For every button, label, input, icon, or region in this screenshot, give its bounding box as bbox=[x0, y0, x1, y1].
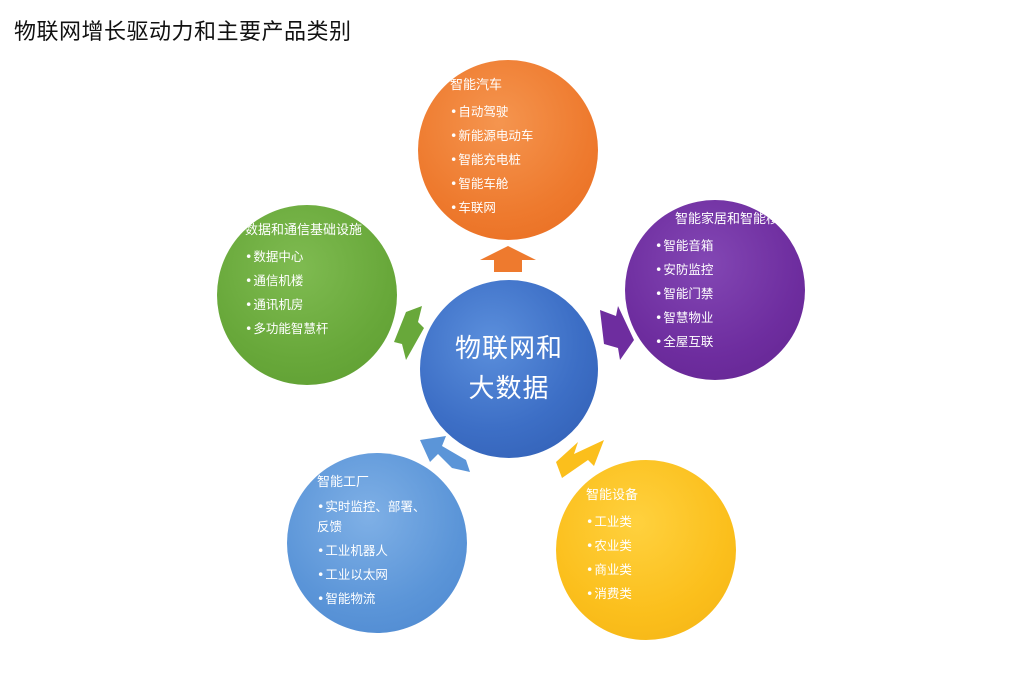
category-item: 商业类 bbox=[586, 558, 736, 582]
category-title: 智能设备 bbox=[586, 488, 639, 503]
category-item: 智能门禁 bbox=[655, 282, 805, 306]
center-hub-line2: 大数据 bbox=[468, 374, 550, 404]
category-item: 全屋互联 bbox=[655, 330, 805, 354]
category-item: 安防监控 bbox=[655, 258, 805, 282]
category-smart-factory: 智能工厂 实时监控、部署、反馈 工业机器人 工业以太网 智能物流 bbox=[287, 453, 467, 633]
arrow-to-smart-auto bbox=[480, 246, 536, 272]
category-item: 新能源电动车 bbox=[450, 124, 598, 148]
category-item: 智能充电桩 bbox=[450, 148, 598, 172]
category-item: 数据中心 bbox=[245, 245, 397, 269]
category-title: 数据和通信基础设施 bbox=[245, 223, 363, 238]
category-item: 工业类 bbox=[586, 510, 736, 534]
category-item: 通讯机房 bbox=[245, 293, 397, 317]
arrow-to-smart-factory bbox=[420, 436, 470, 472]
category-item: 智慧物业 bbox=[655, 306, 805, 330]
category-title: 智能家居和智能楼宇 bbox=[675, 212, 793, 227]
category-item: 多功能智慧杆 bbox=[245, 317, 397, 341]
category-item: 自动驾驶 bbox=[450, 100, 598, 124]
category-item-list: 智能音箱 安防监控 智能门禁 智慧物业 全屋互联 bbox=[655, 234, 805, 354]
arrow-to-smart-device bbox=[556, 440, 604, 478]
category-item: 农业类 bbox=[586, 534, 736, 558]
category-item: 工业机器人 bbox=[317, 539, 467, 563]
page-title: 物联网增长驱动力和主要产品类别 bbox=[14, 20, 352, 45]
category-item-list: 实时监控、部署、反馈 工业机器人 工业以太网 智能物流 bbox=[317, 497, 467, 611]
category-smart-home: 智能家居和智能楼宇 智能音箱 安防监控 智能门禁 智慧物业 全屋互联 bbox=[625, 200, 805, 380]
category-item: 消费类 bbox=[586, 582, 736, 606]
center-hub: 物联网和 大数据 bbox=[420, 280, 598, 458]
category-item: 智能音箱 bbox=[655, 234, 805, 258]
category-item: 实时监控、部署、反馈 bbox=[317, 497, 427, 537]
category-title: 智能汽车 bbox=[450, 78, 503, 93]
category-item: 智能物流 bbox=[317, 587, 467, 611]
category-item-list: 工业类 农业类 商业类 消费类 bbox=[586, 510, 736, 606]
arrow-to-smart-home bbox=[600, 306, 634, 360]
category-item-list: 数据中心 通信机楼 通讯机房 多功能智慧杆 bbox=[245, 245, 397, 341]
arrow-to-data-infra bbox=[394, 306, 424, 360]
category-smart-auto: 智能汽车 自动驾驶 新能源电动车 智能充电桩 智能车舱 车联网 bbox=[418, 60, 598, 240]
category-item: 智能车舱 bbox=[450, 172, 598, 196]
category-title: 智能工厂 bbox=[317, 475, 370, 490]
category-item-list: 自动驾驶 新能源电动车 智能充电桩 智能车舱 车联网 bbox=[450, 100, 598, 220]
category-smart-device: 智能设备 工业类 农业类 商业类 消费类 bbox=[556, 460, 736, 640]
category-item: 通信机楼 bbox=[245, 269, 397, 293]
category-data-infrastructure: 数据和通信基础设施 数据中心 通信机楼 通讯机房 多功能智慧杆 bbox=[217, 205, 397, 385]
category-item: 车联网 bbox=[450, 196, 598, 220]
category-item: 工业以太网 bbox=[317, 563, 467, 587]
center-hub-line1: 物联网和 bbox=[454, 334, 563, 364]
